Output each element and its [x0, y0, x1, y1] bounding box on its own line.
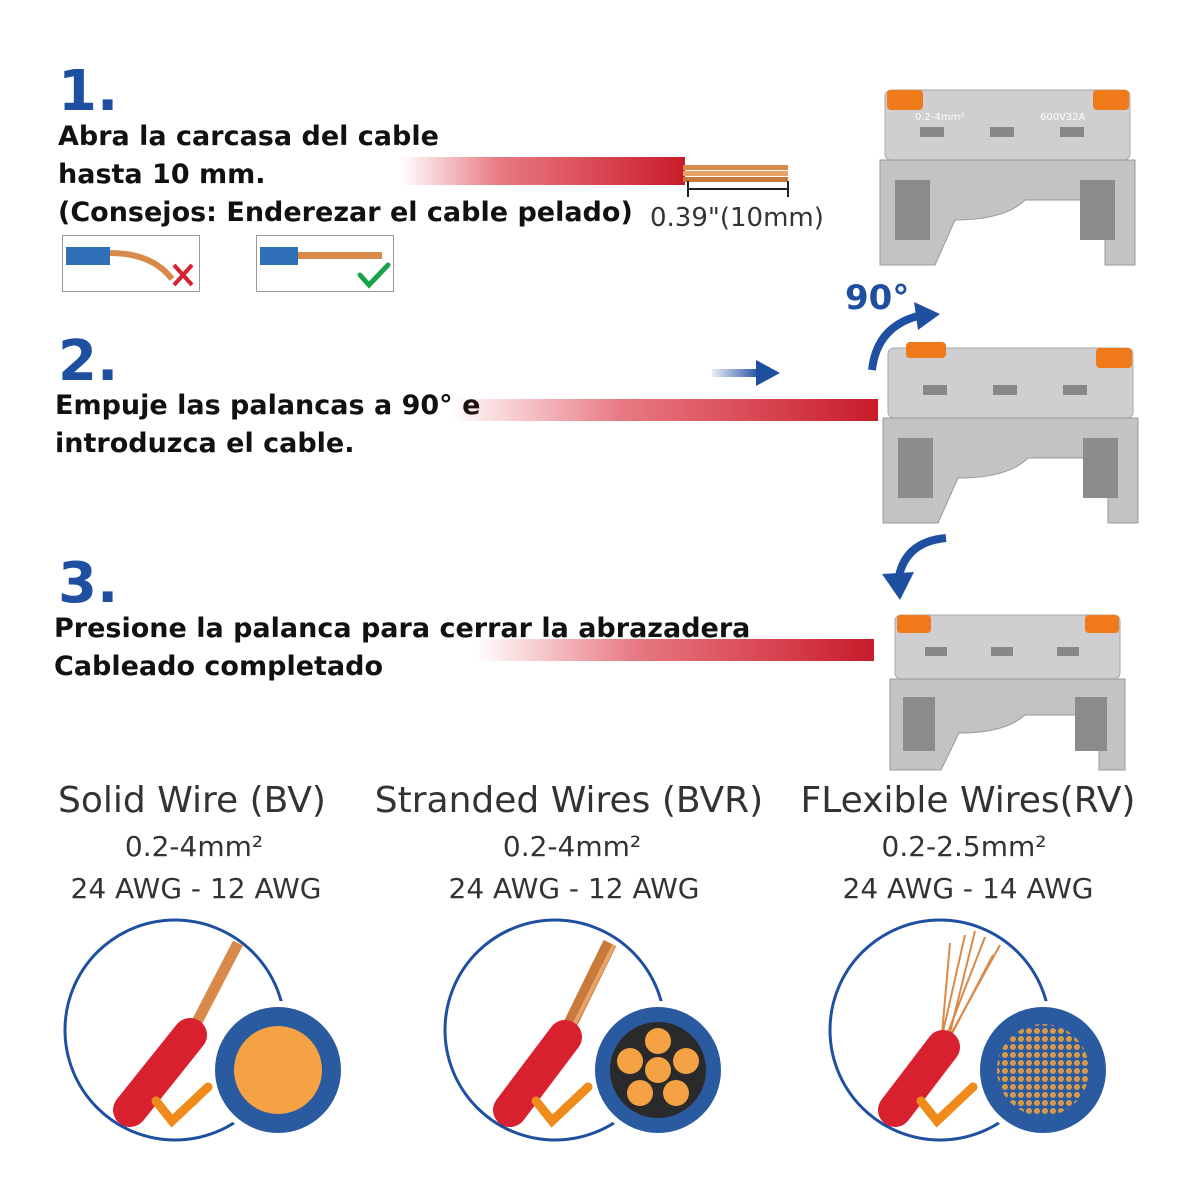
closed-wire-illustration: [476, 639, 874, 661]
step-1-number: 1.: [58, 59, 119, 124]
measurement-label: 0.39"(10mm): [650, 203, 824, 233]
rotation-label: 90°: [845, 278, 910, 318]
connector-open-closed: 0.2-4mm² 600V32A: [879, 89, 1136, 266]
wire-type-3-awg: 24 AWG - 14 AWG: [842, 872, 1094, 905]
step-1-line-2: hasta 10 mm.: [58, 159, 266, 190]
check-icon: [357, 262, 391, 289]
step-2-number: 2.: [58, 329, 119, 394]
step-1-instructions: Abra la carcasa del cable hasta 10 mm. (…: [58, 118, 633, 232]
tip-wrong-bent-wire: [62, 235, 200, 292]
check-orange-icon: [151, 1082, 213, 1128]
rotate-arrow-icon: [882, 534, 947, 600]
wire-type-2-awg: 24 AWG - 12 AWG: [448, 872, 700, 905]
step-1-line-3: (Consejos: Enderezar el cable pelado): [58, 197, 633, 228]
flexible-wire-illustration: [828, 918, 1112, 1142]
wire-type-1-title: Solid Wire (BV): [58, 780, 326, 821]
wire-type-2-title: Stranded Wires (BVR): [374, 780, 764, 821]
cross-icon: [172, 263, 194, 287]
step-2-line-1: Empuje las palancas a 90° e: [55, 390, 481, 421]
check-orange-icon: [531, 1082, 593, 1128]
wire-type-3-section: 0.2-2.5mm²: [881, 830, 1047, 863]
rotate-arrow-icon: [868, 302, 940, 371]
step-3-instructions: Presione la palanca para cerrar la abraz…: [54, 610, 750, 686]
connector-lever-open: [882, 342, 1139, 524]
wire-type-2-section: 0.2-4mm²: [502, 830, 642, 863]
insert-wire-illustration: [450, 399, 878, 421]
connector-range-label: 0.2-4mm²: [915, 112, 964, 123]
stranded-wire-illustration: [443, 918, 727, 1142]
tip-correct-straight-wire: [256, 235, 394, 292]
wire-type-1-awg: 24 AWG - 12 AWG: [70, 872, 322, 905]
wire-type-3-title: FLexible Wires(RV): [800, 780, 1136, 821]
stripped-wire-illustration: [400, 157, 789, 197]
step-1-line-1: Abra la carcasa del cable: [58, 121, 439, 152]
arrow-right-icon: [712, 360, 780, 386]
step-3-line-1: Presione la palanca para cerrar la abraz…: [54, 613, 751, 644]
check-orange-icon: [916, 1082, 978, 1128]
wire-type-1-section: 0.2-4mm²: [124, 830, 264, 863]
connector-closed: [889, 614, 1126, 771]
step-3-number: 3.: [58, 551, 119, 616]
solid-wire-illustration: [63, 918, 347, 1142]
step-2-line-2: introduzca el cable.: [55, 428, 355, 459]
connector-rating-label: 600V32A: [1040, 112, 1086, 123]
step-2-instructions: Empuje las palancas a 90° e introduzca e…: [55, 387, 480, 463]
step-3-line-2: Cableado completado: [54, 651, 384, 682]
